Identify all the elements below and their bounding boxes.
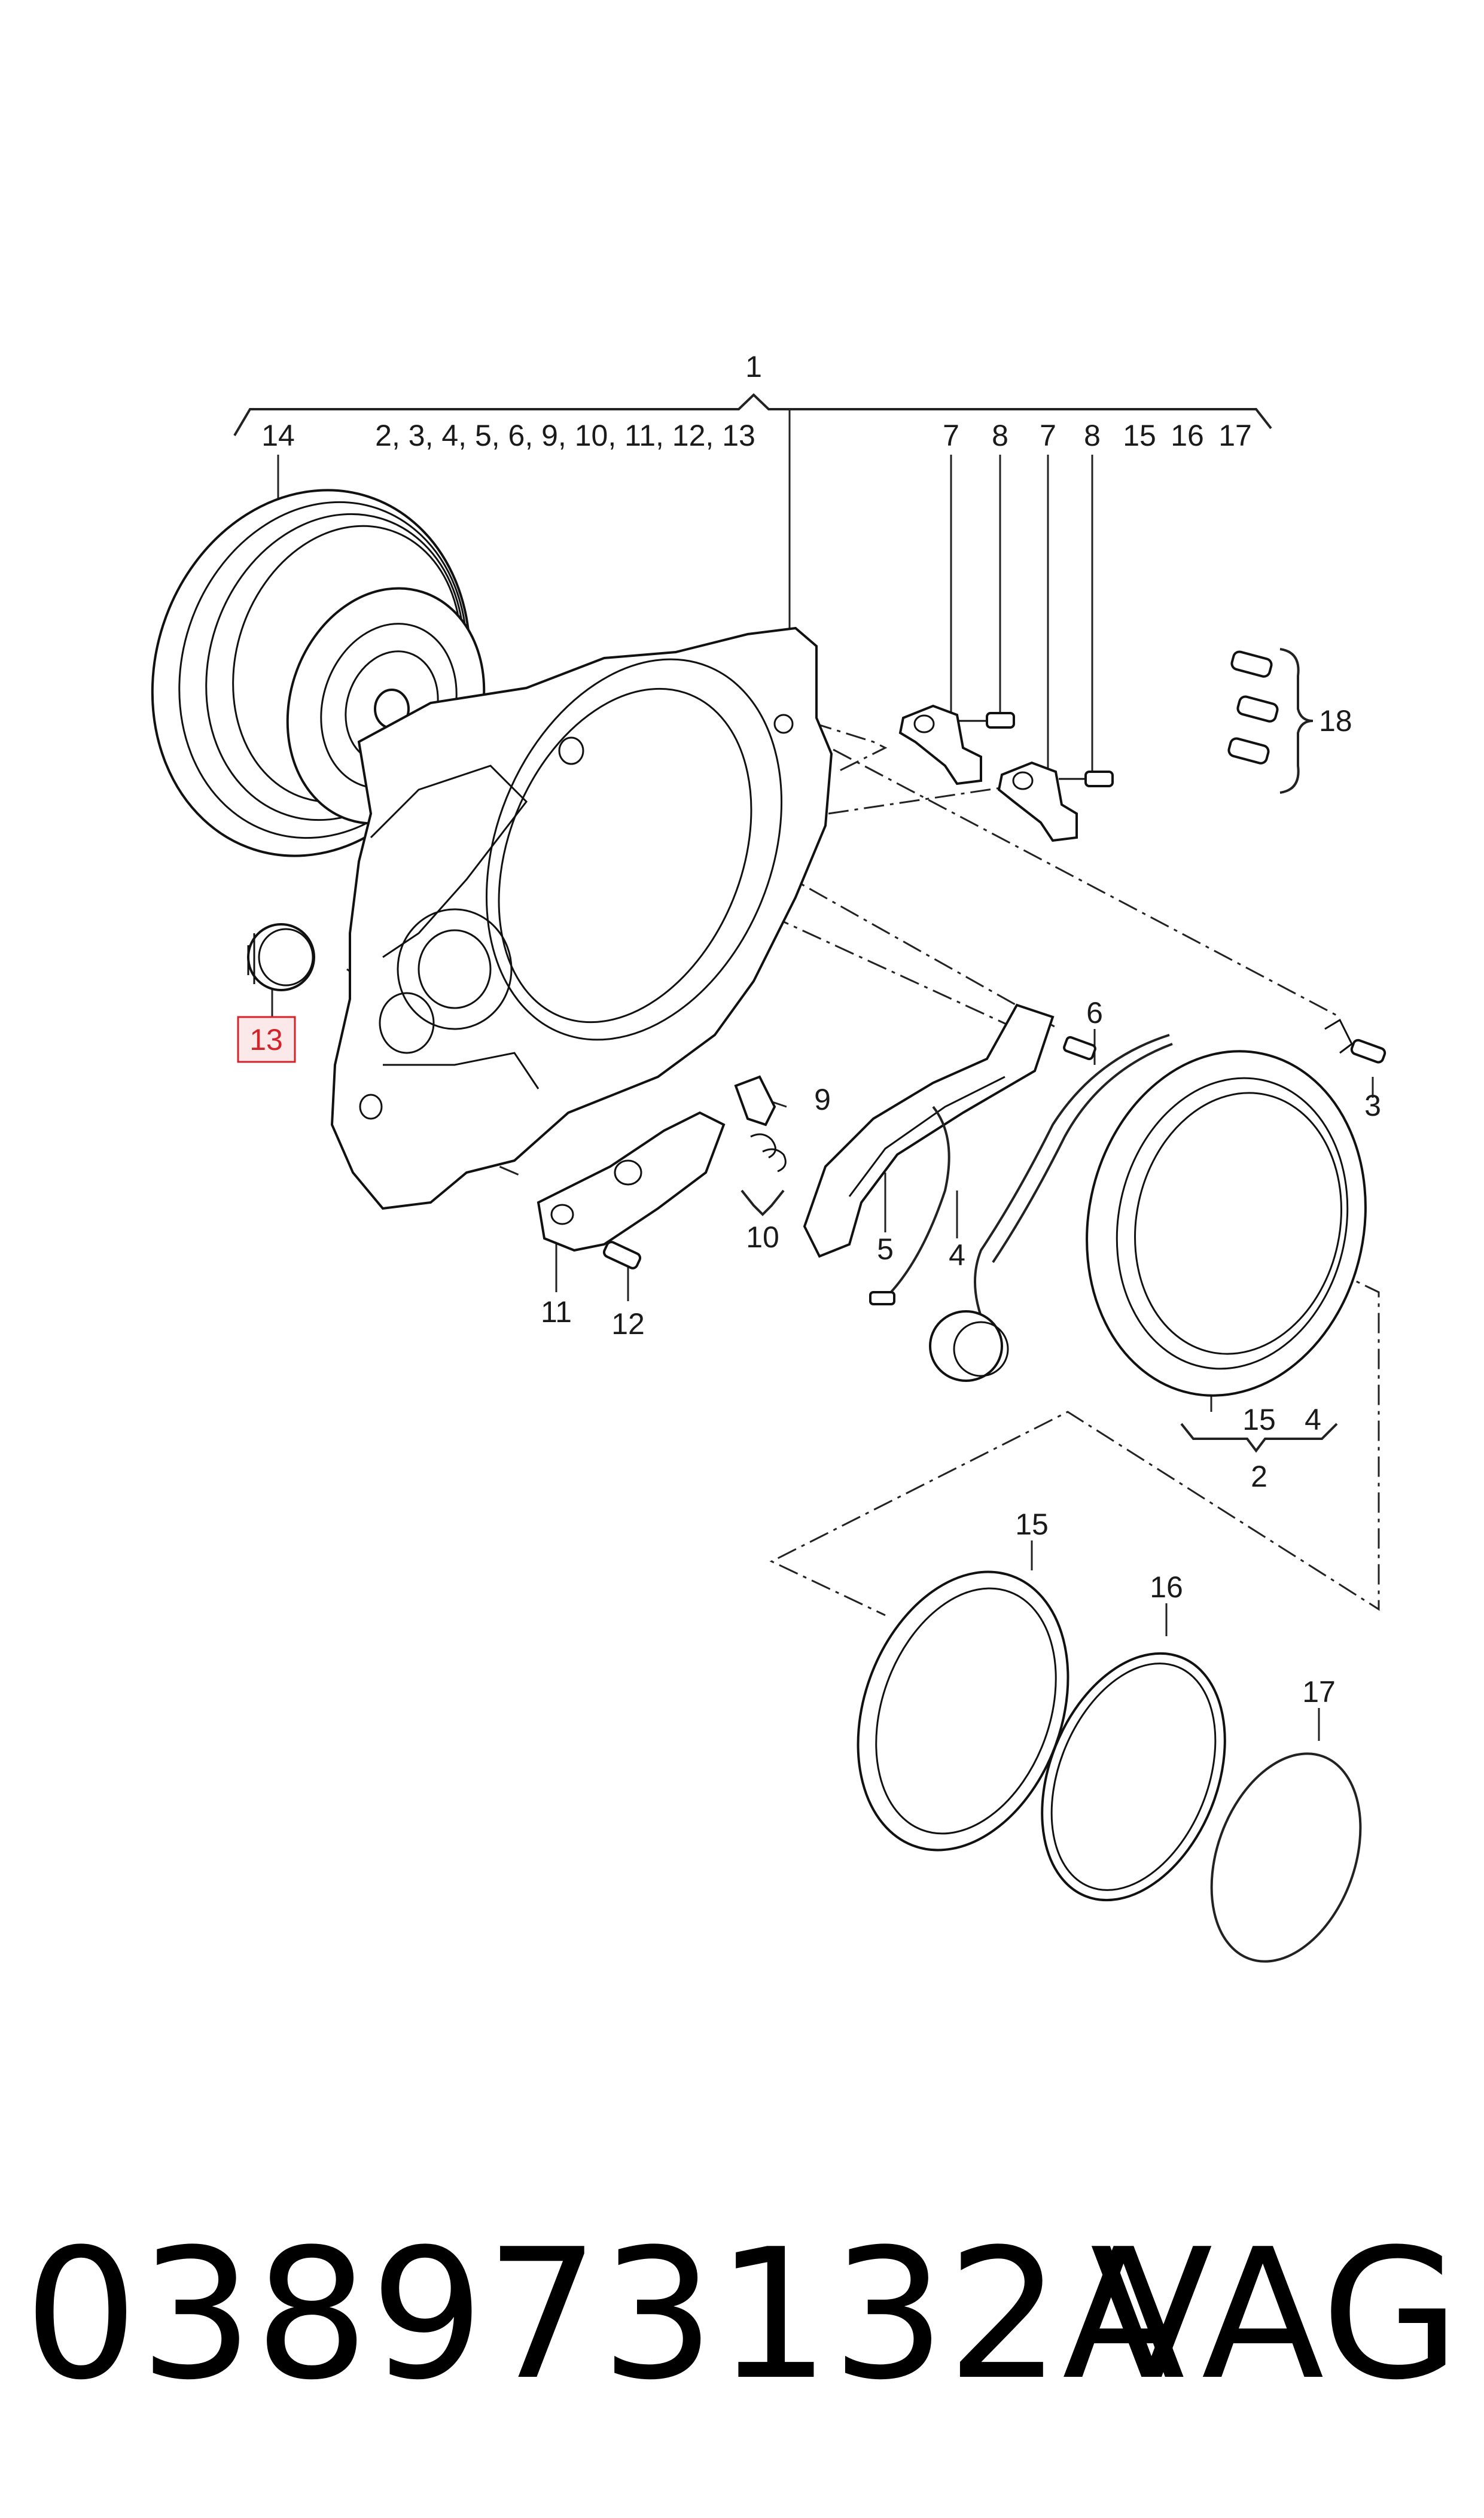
label-15-ring: 15 (1015, 1508, 1049, 1541)
gasket-15 (857, 1570, 1069, 1852)
bolt-8b (1059, 771, 1114, 787)
part-number: 038973132A (24, 2211, 1187, 2419)
part-labels: 1 14 2, 3, 4, 5, 6, 9, 10, 11, 12, 13 7 … (237, 350, 1381, 1709)
connector-7a (898, 704, 982, 785)
label-14: 14 (261, 419, 295, 452)
label-10: 10 (746, 1220, 779, 1254)
label-16-ring: 16 (1150, 1570, 1183, 1604)
bolt-6 (1063, 1036, 1096, 1061)
clip-9 (734, 1075, 776, 1126)
label-group-list: 2, 3, 4, 5, 6, 9, 10, 11, 12, 13 (375, 419, 755, 452)
label-9: 9 (814, 1083, 831, 1116)
brand-name: VAG (1090, 2211, 1460, 2419)
label-8b: 8 (1084, 419, 1101, 452)
housing-cover (330, 626, 833, 1210)
bolt-8a (957, 712, 1015, 729)
group-bracket-top (233, 393, 1272, 437)
sensor-harness-4 (869, 1034, 1173, 1382)
label-4: 4 (949, 1238, 965, 1272)
label-1: 1 (745, 350, 762, 383)
label-2: 2 (1251, 1460, 1267, 1493)
leader-lines (271, 409, 1374, 1741)
connector-7b (997, 761, 1078, 842)
clips-10 (750, 1133, 787, 1173)
label-12: 12 (611, 1307, 645, 1341)
bolt-12 (602, 1241, 642, 1269)
label-18: 18 (1319, 704, 1352, 738)
label-16-top: 16 (1171, 419, 1204, 452)
label-13: 13 (249, 1023, 283, 1056)
label-15-top: 15 (1123, 419, 1156, 452)
shield-5 (803, 1003, 1055, 1258)
bracket-11 (537, 1111, 726, 1252)
end-plate-2 (1086, 1018, 1387, 1397)
seal-13 (247, 923, 315, 991)
label-15-sub: 15 (1242, 1403, 1276, 1436)
label-8a: 8 (992, 419, 1008, 452)
seal-ring-16 (1041, 1652, 1226, 1902)
label-4-sub: 4 (1305, 1403, 1321, 1436)
bolts-18 (1227, 650, 1279, 765)
label-3: 3 (1364, 1089, 1381, 1122)
label-17-ring: 17 (1302, 1675, 1336, 1709)
circlip-17 (1210, 1752, 1362, 1963)
highlight-box-13 (237, 1016, 296, 1063)
label-7b: 7 (1040, 419, 1056, 452)
label-17-top: 17 (1218, 419, 1252, 452)
label-7a: 7 (943, 419, 959, 452)
label-6: 6 (1086, 996, 1103, 1030)
label-11: 11 (541, 1295, 572, 1329)
label-5: 5 (877, 1232, 894, 1266)
